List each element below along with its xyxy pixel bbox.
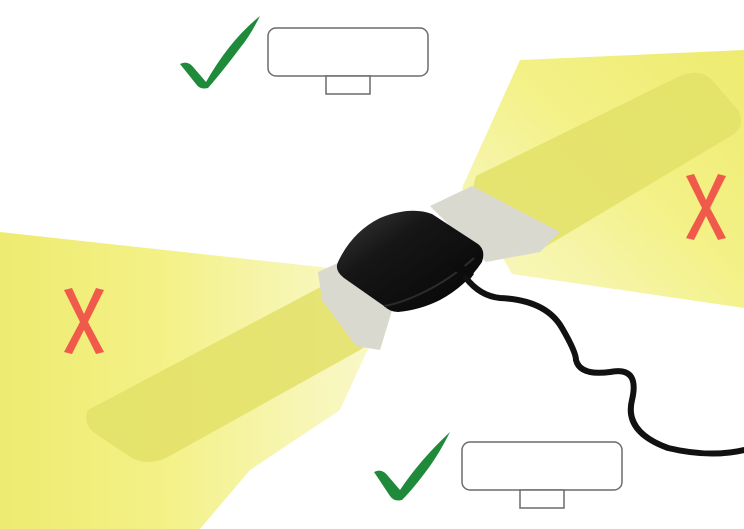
x-mark-icon	[686, 174, 726, 240]
check-mark-icon	[180, 16, 260, 89]
power-cable	[463, 275, 744, 457]
x-mark-icon	[64, 288, 104, 354]
monitor-icon	[267, 27, 429, 95]
bottom-correct-panel	[374, 432, 623, 509]
top-correct-panel	[180, 16, 429, 95]
left-light-beam	[0, 232, 372, 529]
right-light-beam	[462, 50, 744, 308]
monitor-icon	[461, 441, 623, 509]
check-mark-icon	[374, 432, 450, 501]
